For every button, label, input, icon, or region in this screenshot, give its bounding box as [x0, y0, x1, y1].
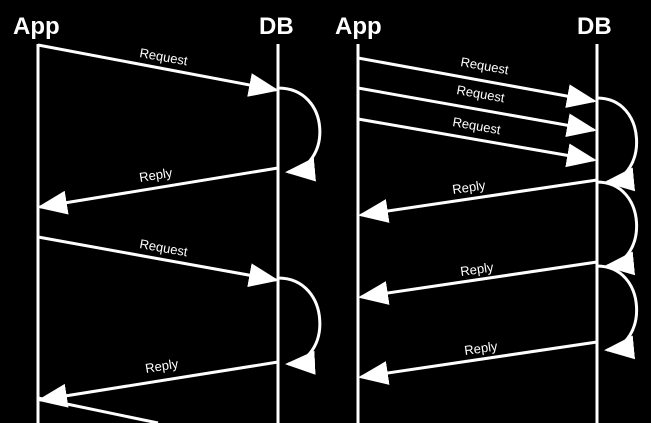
right-processing-curve-3: [596, 264, 638, 360]
pipelined-diagram: App DB Request Request Request Reply Rep…: [335, 13, 638, 423]
left-request-arrow-2: [37, 235, 279, 288]
right-reply-arrow-1: [358, 178, 598, 223]
left-request-arrow-1: [37, 43, 279, 97]
right-request-arrow-3: [357, 117, 597, 168]
left-processing-curve-1: [277, 86, 322, 182]
left-request-arrow-3-partial: [37, 396, 159, 423]
right-request-label-1: Request: [459, 54, 510, 77]
right-request-arrow-1: [357, 56, 597, 108]
right-reply-arrow-3: [358, 340, 598, 385]
left-app-header: App: [13, 13, 60, 40]
right-request-label-3: Request: [451, 114, 502, 137]
right-app-header: App: [335, 13, 382, 40]
left-reply-arrow-2: [37, 360, 279, 408]
left-reply-label-2: Reply: [144, 356, 180, 376]
sequential-diagram: App DB Request Reply Request Reply: [13, 13, 322, 423]
right-processing-curve-1: [596, 96, 638, 192]
right-reply-label-2: Reply: [459, 259, 494, 279]
right-reply-arrow-2: [358, 260, 598, 305]
right-reply-label-3: Reply: [463, 338, 498, 358]
right-processing-curve-2: [596, 180, 638, 276]
right-db-header: DB: [577, 13, 612, 40]
left-reply-arrow-1: [37, 166, 279, 215]
left-processing-curve-2: [277, 276, 322, 375]
right-request-arrow-2: [357, 86, 597, 138]
left-db-header: DB: [259, 13, 294, 40]
right-reply-label-1: Reply: [451, 177, 486, 197]
right-request-label-2: Request: [455, 82, 506, 105]
left-reply-label-1: Reply: [138, 165, 174, 185]
